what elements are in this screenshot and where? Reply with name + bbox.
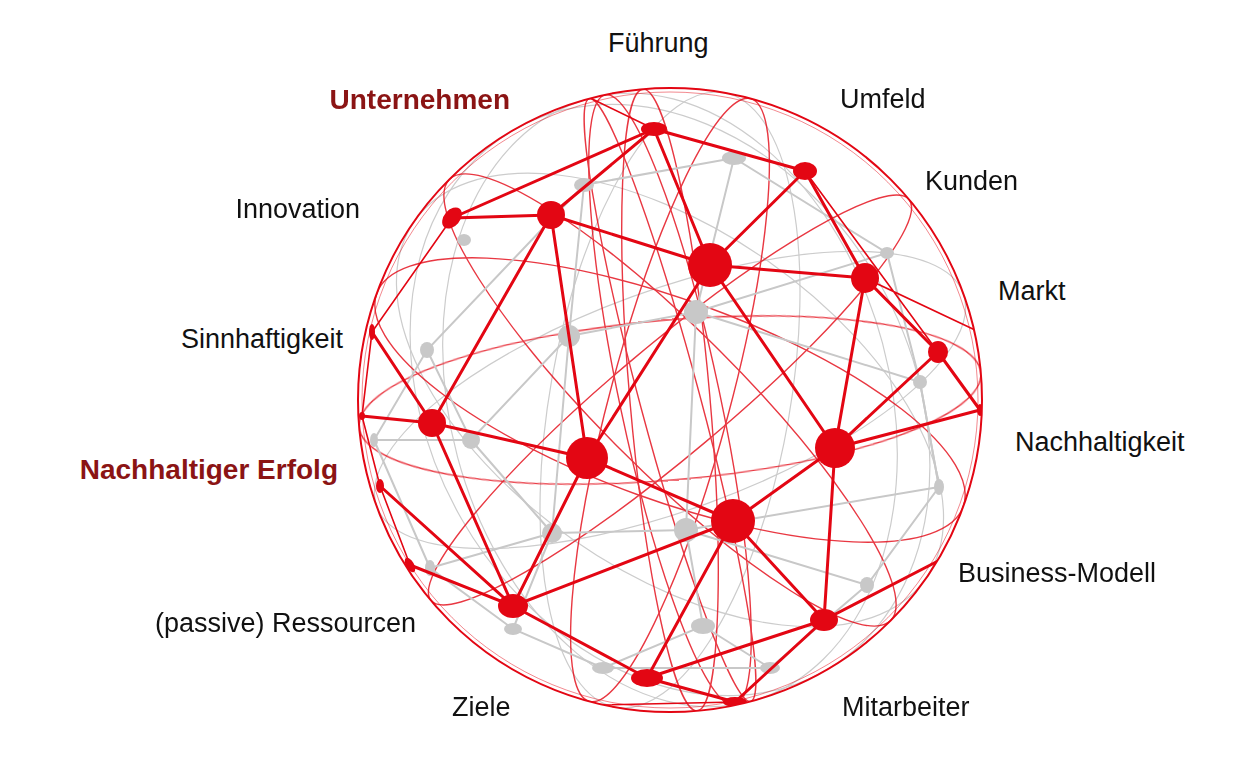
category-label: Business-Modell <box>958 558 1156 589</box>
category-label: (passive) Ressourcen <box>155 608 416 639</box>
grey-nodes <box>370 151 944 674</box>
category-label: Mitarbeiter <box>842 692 970 723</box>
red-thin-links <box>362 95 975 705</box>
category-label: Sinnhaftigkeit <box>181 324 343 355</box>
category-label: Markt <box>998 276 1066 307</box>
grey-network <box>374 158 939 668</box>
key-label: Nachhaltiger Erfolg <box>80 454 338 486</box>
red-arcs <box>343 83 998 717</box>
grey-arcs <box>306 10 1034 766</box>
category-label: Innovation <box>235 194 360 225</box>
sphere-outline <box>358 88 982 712</box>
red-network <box>362 129 980 702</box>
category-label: Führung <box>608 28 709 59</box>
category-label: Nachhaltigkeit <box>1015 427 1185 458</box>
category-label: Ziele <box>452 692 511 723</box>
category-label: Umfeld <box>840 84 926 115</box>
category-label: Kunden <box>925 166 1018 197</box>
red-nodes <box>359 122 983 707</box>
key-label: Unternehmen <box>330 84 510 116</box>
sphere-rim <box>362 92 978 708</box>
